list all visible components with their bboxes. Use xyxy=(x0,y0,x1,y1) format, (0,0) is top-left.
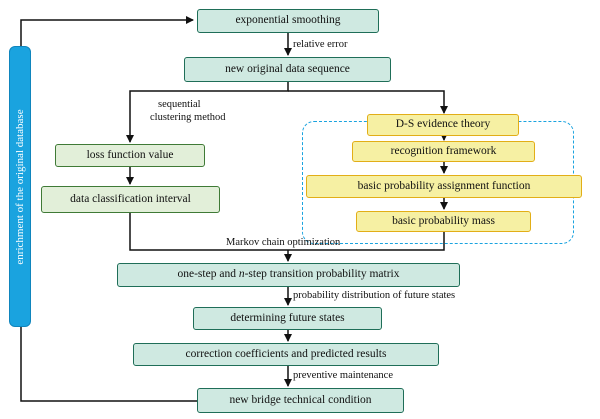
preventive-maintenance-label: preventive maintenance xyxy=(293,370,393,381)
ds-evidence-theory-label: D-S evidence theory xyxy=(395,118,491,131)
correction-coefficients-label: correction coefficients and predicted re… xyxy=(185,347,387,360)
arrow-sequence-split xyxy=(126,82,289,143)
loss-function-value-label: loss function value xyxy=(86,148,174,161)
sequential-clustering-label-line2: clustering method xyxy=(150,112,226,123)
correction-coefficients-box: correction coefficients and predicted re… xyxy=(133,343,439,366)
basic-probability-mass-label: basic probability mass xyxy=(392,214,495,227)
new-original-data-sequence-label: new original data sequence xyxy=(225,62,350,75)
exponential-smoothing-label: exponential smoothing xyxy=(235,14,341,27)
recognition-framework-label: recognition framework xyxy=(390,144,497,157)
enrichment-sidebar-label: enrichment of the original database xyxy=(14,108,26,265)
basic-probability-assignment-function-label: basic probability assignment function xyxy=(357,179,531,192)
line-mass-down xyxy=(288,232,445,251)
loss-function-value-box: loss function value xyxy=(55,144,205,167)
basic-probability-assignment-function-box: basic probability assignment function xyxy=(306,175,582,198)
recognition-framework-box: recognition framework xyxy=(352,141,535,162)
probability-distribution-label: probability distribution of future state… xyxy=(293,290,456,301)
line-interval-down xyxy=(129,213,288,251)
determining-future-states-label: determining future states xyxy=(230,311,345,324)
ds-evidence-theory-box: D-S evidence theory xyxy=(367,114,519,136)
new-original-data-sequence-box: new original data sequence xyxy=(184,57,391,82)
transition-probability-matrix-label: one-step and n-step transition probabili… xyxy=(177,268,400,281)
transition-probability-matrix-box: one-step and n-step transition probabili… xyxy=(117,263,460,287)
exponential-smoothing-box: exponential smoothing xyxy=(197,9,379,33)
new-bridge-technical-condition-box: new bridge technical condition xyxy=(197,388,404,413)
relative-error-label: relative error xyxy=(293,39,348,50)
data-classification-interval-box: data classification interval xyxy=(41,186,220,213)
data-classification-interval-label: data classification interval xyxy=(70,192,191,205)
new-bridge-technical-condition-label: new bridge technical condition xyxy=(229,393,372,406)
markov-chain-optimization-label: Markov chain optimization xyxy=(226,237,341,248)
determining-future-states-box: determining future states xyxy=(193,307,382,330)
basic-probability-mass-box: basic probability mass xyxy=(356,211,531,232)
arrow-sequence-to-ds xyxy=(288,90,448,114)
sequential-clustering-label-line1: sequential xyxy=(158,99,201,110)
enrichment-sidebar: enrichment of the original database xyxy=(9,46,31,327)
